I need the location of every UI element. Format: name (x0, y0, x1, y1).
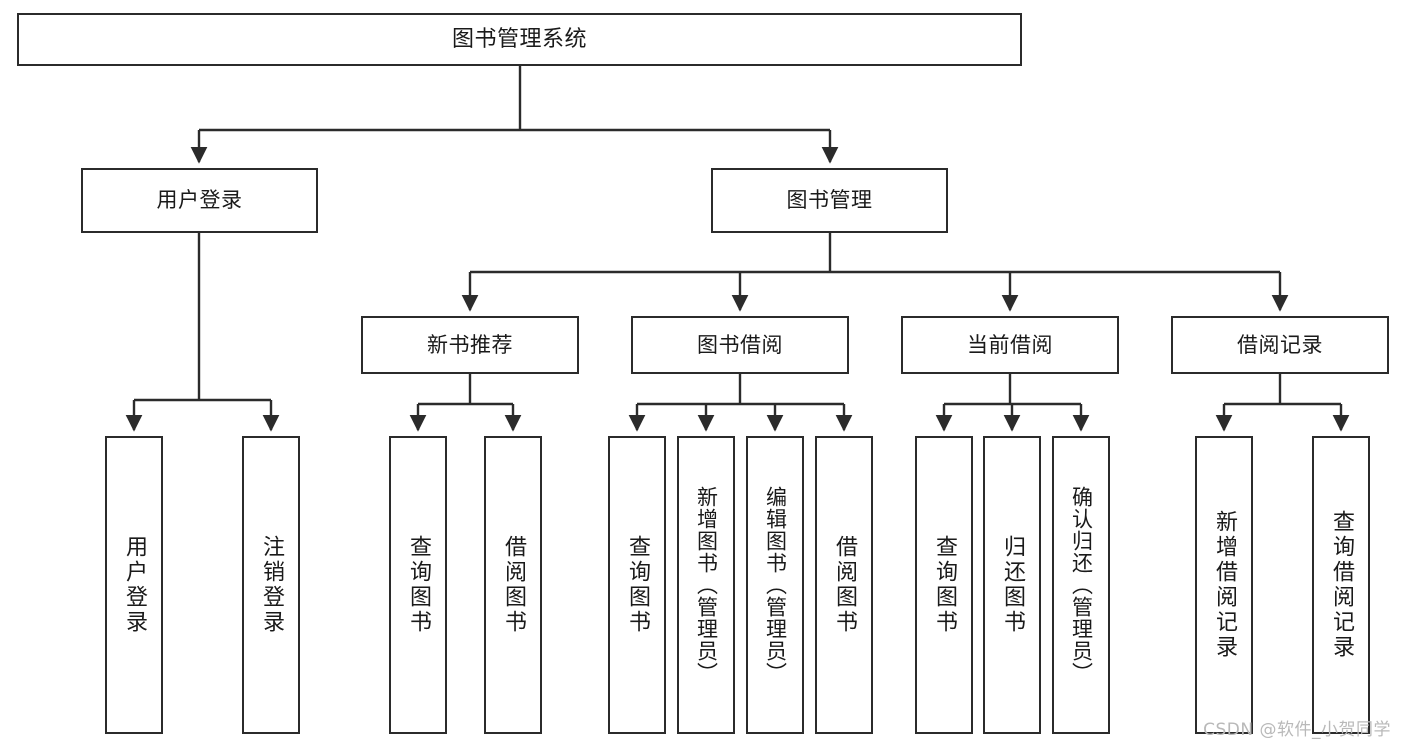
leaf-borrow-book-1[interactable]: 借阅图书 (484, 436, 542, 734)
leaf-query-record[interactable]: 查询借阅记录 (1312, 436, 1370, 734)
leaf-query-book-2[interactable]: 查询图书 (608, 436, 666, 734)
node-label: 查询图书 (932, 535, 957, 635)
node-label: 新增借阅记录 (1212, 510, 1237, 660)
node-borrow-record[interactable]: 借阅记录 (1171, 316, 1389, 374)
node-label: 图书借阅 (697, 332, 783, 357)
leaf-borrow-book-2[interactable]: 借阅图书 (815, 436, 873, 734)
node-label: 新书推荐 (427, 332, 513, 357)
leaf-return-book[interactable]: 归还图书 (983, 436, 1041, 734)
node-label: 用户登录 (122, 535, 147, 635)
node-root-system[interactable]: 图书管理系统 (17, 13, 1022, 66)
node-new-book-recommend[interactable]: 新书推荐 (361, 316, 579, 374)
node-label: 查询图书 (625, 535, 650, 635)
node-label: 新增图书（管理员） (694, 486, 719, 684)
node-book-borrow[interactable]: 图书借阅 (631, 316, 849, 374)
node-label: 图书管理系统 (451, 26, 587, 52)
node-current-borrow[interactable]: 当前借阅 (901, 316, 1119, 374)
node-label: 归还图书 (1000, 535, 1025, 635)
leaf-add-record[interactable]: 新增借阅记录 (1195, 436, 1253, 734)
leaf-logout-login[interactable]: 注销登录 (242, 436, 300, 734)
node-book-management[interactable]: 图书管理 (711, 168, 948, 233)
node-label: 当前借阅 (967, 332, 1053, 357)
node-label: 注销登录 (259, 535, 284, 635)
node-label: 借阅图书 (832, 535, 857, 635)
node-label: 查询借阅记录 (1329, 510, 1354, 660)
leaf-query-book-3[interactable]: 查询图书 (915, 436, 973, 734)
leaf-add-book[interactable]: 新增图书（管理员） (677, 436, 735, 734)
node-label: 确认归还（管理员） (1069, 486, 1094, 684)
node-label: 编辑图书（管理员） (763, 486, 788, 684)
node-label: 用户登录 (156, 188, 243, 213)
node-label: 查询图书 (406, 535, 431, 635)
node-label: 图书管理 (786, 188, 873, 213)
node-label: 借阅图书 (501, 535, 526, 635)
node-label: 借阅记录 (1237, 332, 1323, 357)
leaf-query-book-1[interactable]: 查询图书 (389, 436, 447, 734)
leaf-user-login[interactable]: 用户登录 (105, 436, 163, 734)
node-user-login[interactable]: 用户登录 (81, 168, 318, 233)
leaf-confirm-return[interactable]: 确认归还（管理员） (1052, 436, 1110, 734)
csdn-watermark: CSDN @软件_小贺同学 (1203, 720, 1391, 740)
leaf-edit-book[interactable]: 编辑图书（管理员） (746, 436, 804, 734)
